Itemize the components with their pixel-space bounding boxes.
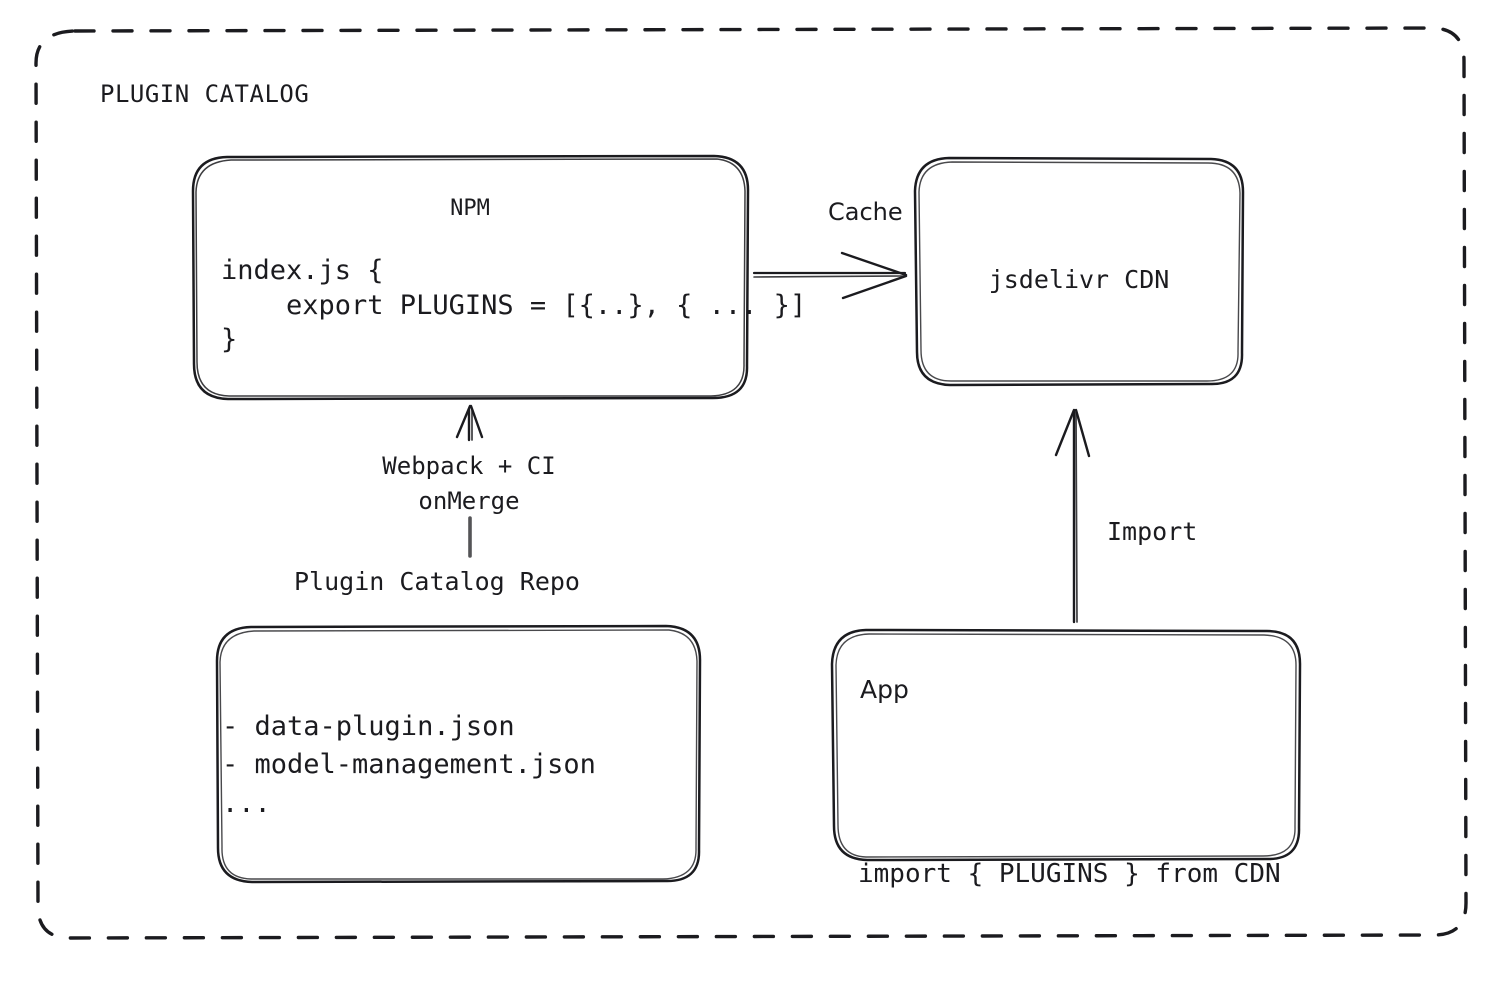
app-node-border xyxy=(830,628,1302,862)
cache-edge-label: Cache xyxy=(828,198,903,226)
import-edge-label: Import xyxy=(1107,517,1198,546)
app-node-title: App xyxy=(860,675,909,704)
npm-node-code: index.js { export PLUGINS = [{..}, { ...… xyxy=(221,255,807,356)
repo-node-items: - data-plugin.json - model-management.js… xyxy=(222,711,596,819)
npm-node-border xyxy=(191,154,750,401)
app-code-line-1: import { PLUGINS } from CDN xyxy=(858,859,1281,890)
container-title: PLUGIN CATALOG xyxy=(100,80,310,108)
import-arrow xyxy=(1054,408,1091,624)
app-node-code: import { PLUGINS } from CDN PLUGINS.forE… xyxy=(858,738,1281,1002)
container-border xyxy=(34,26,1468,940)
cache-arrow xyxy=(752,251,908,300)
build-edge-label: Webpack + CI onMerge xyxy=(382,452,556,515)
build-arrow xyxy=(455,404,484,558)
cdn-node-title: jsdelivr CDN xyxy=(988,265,1170,294)
repo-node-border xyxy=(215,624,702,884)
npm-node-title: NPM xyxy=(450,196,490,221)
repo-node-title: Plugin Catalog Repo xyxy=(294,567,580,596)
cdn-node-border xyxy=(913,156,1245,387)
